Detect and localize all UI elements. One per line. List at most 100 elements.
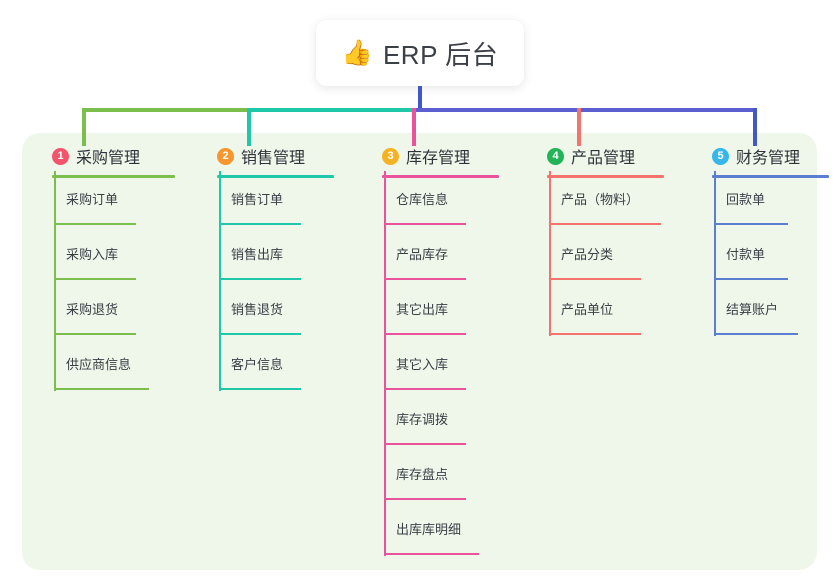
list-item[interactable]: 采购退货 xyxy=(36,281,140,336)
column-title-3: 库存管理 xyxy=(406,150,471,167)
list-item[interactable]: 结算账户 xyxy=(696,281,800,336)
column-header-1[interactable]: 1 采购管理 xyxy=(36,143,140,169)
list-item-rule xyxy=(384,553,479,555)
list-item-label: 回款单 xyxy=(726,192,766,207)
column-title-2: 销售管理 xyxy=(241,150,306,167)
column-4: 4 产品管理产品（物料） 产品分类产品单位 xyxy=(531,143,664,336)
column-rule-2 xyxy=(217,175,334,178)
list-item-label: 销售退货 xyxy=(231,302,284,317)
column-5: 5 财务管理回款单付款单结算账户 xyxy=(696,143,829,336)
column-badge-2: 2 xyxy=(217,147,234,165)
column-badge-5: 5 xyxy=(712,147,729,165)
list-item-label: 采购订单 xyxy=(66,192,119,207)
diagram-panel xyxy=(22,133,817,570)
list-item[interactable]: 采购入库 xyxy=(36,226,140,281)
list-item[interactable]: 销售出库 xyxy=(201,226,305,281)
thumbs-up-icon: 👍 xyxy=(341,38,373,67)
column-rule-1 xyxy=(52,175,175,178)
list-item-label: 其它出库 xyxy=(396,302,449,317)
root-node-title: ERP 后台 xyxy=(382,39,499,70)
list-item-label: 库存盘点 xyxy=(396,467,449,482)
list-item-rule xyxy=(714,333,798,335)
list-item[interactable]: 其它入库 xyxy=(366,336,470,391)
list-item[interactable]: 仓库信息 xyxy=(366,171,470,226)
list-item-label: 客户信息 xyxy=(231,357,284,372)
list-item[interactable]: 供应商信息 xyxy=(36,336,149,391)
list-item[interactable]: 产品分类 xyxy=(531,226,641,281)
column-spine-4 xyxy=(549,171,551,336)
list-item-rule xyxy=(549,278,641,280)
column-items-1: 采购订单采购入库采购退货供应商信息 xyxy=(36,171,149,391)
column-rule-5 xyxy=(712,175,829,178)
list-item[interactable]: 库存调拨 xyxy=(366,391,470,446)
list-item[interactable]: 销售退货 xyxy=(201,281,305,336)
list-item-label: 出库库明细 xyxy=(396,522,462,537)
list-item-label: 产品单位 xyxy=(561,302,614,317)
column-rule-3 xyxy=(382,175,499,178)
column-title-1: 采购管理 xyxy=(76,150,141,167)
list-item-rule xyxy=(384,443,466,445)
list-item-label: 产品分类 xyxy=(561,247,614,262)
list-item-label: 付款单 xyxy=(726,247,766,262)
list-item-rule xyxy=(714,223,788,225)
list-item[interactable]: 出库库明细 xyxy=(366,501,479,556)
column-items-3: 仓库信息产品库存其它出库其它入库库存调拨库存盘点出库库明细 xyxy=(366,171,479,556)
column-items-4: 产品（物料） 产品分类产品单位 xyxy=(531,171,661,336)
column-2: 2 销售管理销售订单销售出库销售退货客户信息 xyxy=(201,143,334,391)
list-item-rule xyxy=(219,223,301,225)
list-item[interactable]: 库存盘点 xyxy=(366,446,470,501)
list-item-rule xyxy=(54,388,149,390)
column-badge-4: 4 xyxy=(547,147,564,165)
list-item-rule xyxy=(54,333,136,335)
column-spine-1 xyxy=(54,171,56,391)
list-item-rule xyxy=(384,388,466,390)
list-item[interactable]: 回款单 xyxy=(696,171,800,226)
list-item-label: 采购入库 xyxy=(66,247,119,262)
column-items-5: 回款单付款单结算账户 xyxy=(696,171,800,336)
column-spine-2 xyxy=(219,171,221,391)
list-item-label: 其它入库 xyxy=(396,357,449,372)
list-item[interactable]: 产品单位 xyxy=(531,281,641,336)
column-spine-5 xyxy=(714,171,716,336)
list-item-label: 库存调拨 xyxy=(396,412,449,427)
column-items-2: 销售订单销售出库销售退货客户信息 xyxy=(201,171,305,391)
list-item[interactable]: 采购订单 xyxy=(36,171,140,226)
list-item-rule xyxy=(219,278,301,280)
list-item-rule xyxy=(384,278,466,280)
list-item-rule xyxy=(219,333,301,335)
column-title-4: 产品管理 xyxy=(571,150,636,167)
column-title-5: 财务管理 xyxy=(736,150,801,167)
list-item[interactable]: 客户信息 xyxy=(201,336,305,391)
list-item-rule xyxy=(384,498,466,500)
list-item[interactable]: 产品（物料） xyxy=(531,171,661,226)
list-item-label: 仓库信息 xyxy=(396,192,449,207)
column-1: 1 采购管理采购订单采购入库采购退货供应商信息 xyxy=(36,143,175,391)
column-badge-1: 1 xyxy=(52,147,69,165)
list-item[interactable]: 其它出库 xyxy=(366,281,470,336)
list-item[interactable]: 销售订单 xyxy=(201,171,305,226)
list-item-label: 采购退货 xyxy=(66,302,119,317)
column-header-3[interactable]: 3 库存管理 xyxy=(366,143,470,169)
list-item-rule xyxy=(54,278,136,280)
column-badge-3: 3 xyxy=(382,147,399,165)
list-item[interactable]: 付款单 xyxy=(696,226,800,281)
list-item-label: 结算账户 xyxy=(726,302,779,317)
list-item-rule xyxy=(549,223,661,225)
list-item-rule xyxy=(384,333,466,335)
list-item-label: 产品库存 xyxy=(396,247,449,262)
list-item-rule xyxy=(384,223,466,225)
column-header-2[interactable]: 2 销售管理 xyxy=(201,143,305,169)
root-node-card[interactable]: 👍 ERP 后台 xyxy=(316,20,524,86)
column-rule-4 xyxy=(547,175,664,178)
column-spine-3 xyxy=(384,171,386,556)
list-item-rule xyxy=(714,278,788,280)
list-item-label: 销售订单 xyxy=(231,192,284,207)
list-item-rule xyxy=(54,223,136,225)
list-item-label: 供应商信息 xyxy=(66,357,132,372)
list-item-rule xyxy=(219,388,301,390)
column-header-5[interactable]: 5 财务管理 xyxy=(696,143,800,169)
list-item-label: 销售出库 xyxy=(231,247,284,262)
column-header-4[interactable]: 4 产品管理 xyxy=(531,143,635,169)
list-item[interactable]: 产品库存 xyxy=(366,226,470,281)
